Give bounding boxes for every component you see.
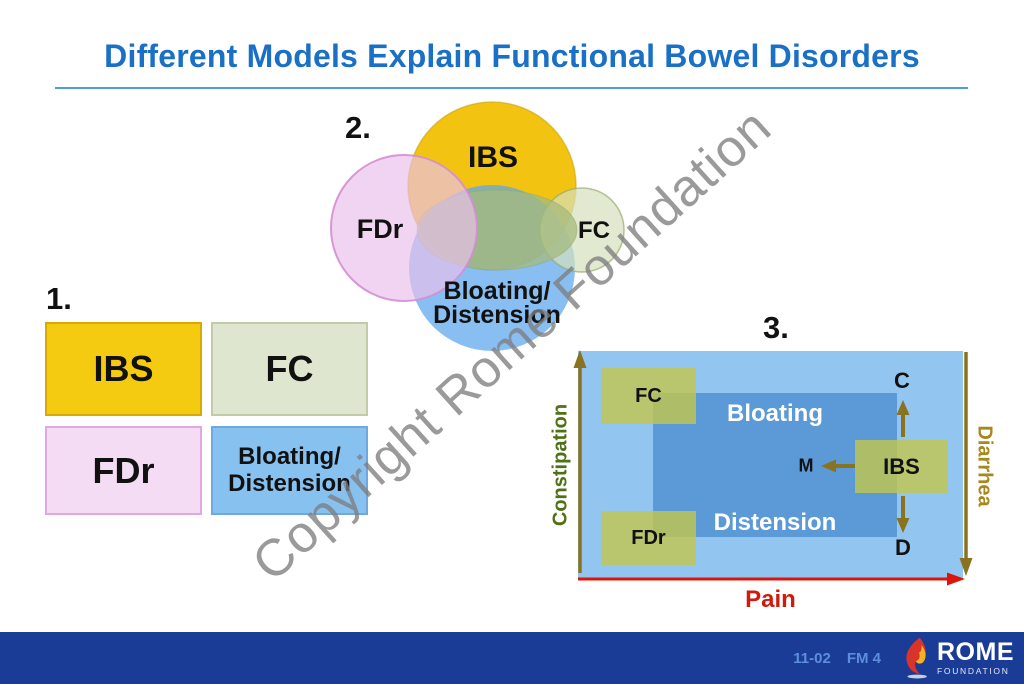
- model1-number: 1.: [46, 281, 72, 316]
- model2-venn-diagram: IBS FDr FC Bloating/ Distension: [330, 101, 625, 351]
- venn-bd-line1: Bloating/: [444, 277, 551, 305]
- model1-bd-line2: Distension: [228, 469, 351, 497]
- rome-foundation-logo: ROME FOUNDATION: [903, 636, 1014, 680]
- venn-fdr-label: FDr: [357, 214, 404, 244]
- venn-fc-label: FC: [578, 217, 610, 244]
- model3-number: 3.: [763, 310, 789, 345]
- slide-code: 11-02: [793, 649, 831, 667]
- model1-bloating-distension-box: Bloating/ Distension: [211, 426, 368, 515]
- pain-axis-label: Pain: [745, 586, 796, 613]
- slide-number: FM 4: [846, 649, 881, 667]
- model3-fc-box: FC: [601, 368, 696, 424]
- slide-title: Different Models Explain Functional Bowe…: [104, 38, 920, 74]
- model1-fdr-box: FDr: [45, 426, 202, 515]
- title-divider: [55, 87, 968, 89]
- model1-fdr-label: FDr: [92, 449, 155, 491]
- model3-distension-label: Distension: [713, 509, 837, 536]
- model2-number: 2.: [345, 110, 371, 145]
- model1-ibs-box: IBS: [45, 322, 202, 416]
- model3-bloating-label: Bloating: [727, 400, 823, 427]
- model1-fc-box: FC: [211, 322, 368, 416]
- model3-fdr-box: FDr: [601, 511, 696, 565]
- model3-c-label: C: [894, 368, 910, 393]
- logo-title: ROME: [937, 638, 1014, 667]
- venn-bd-line2: Distension: [433, 301, 561, 329]
- logo-subtitle: FOUNDATION: [937, 665, 1010, 676]
- venn-ibs-label: IBS: [468, 141, 518, 174]
- model3-fc-label: FC: [635, 384, 662, 407]
- footer-bar: 11-02 FM 4 ROME FOUNDATION: [0, 632, 1024, 684]
- model3-ibs-box: IBS: [855, 440, 948, 493]
- venn-fdr-circle: [330, 154, 478, 302]
- logo-text: ROME FOUNDATION: [937, 638, 1014, 676]
- rome-flame-icon: [906, 637, 927, 679]
- model3-ibs-label: IBS: [883, 453, 920, 479]
- model1-bloating-distension-label: Bloating/ Distension: [228, 443, 351, 497]
- model1-fc-label: FC: [265, 348, 314, 389]
- diarrhea-axis-label: Diarrhea: [973, 425, 996, 507]
- model3-fdr-label: FDr: [631, 526, 666, 549]
- model1-bd-line1: Bloating/: [238, 443, 341, 471]
- footer-codes: 11-02 FM 4: [793, 650, 881, 667]
- model3-m-label: M: [798, 455, 814, 476]
- model1-ibs-label: IBS: [93, 348, 154, 389]
- model3-d-label: D: [895, 535, 911, 560]
- constipation-axis-label: Constipation: [549, 403, 572, 527]
